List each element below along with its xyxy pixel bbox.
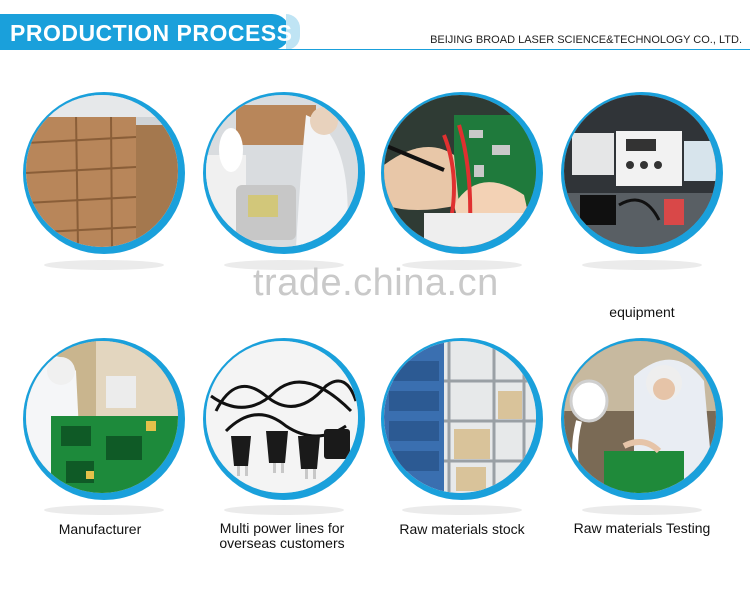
caption-power-cables: Multi power lines for overseas customers bbox=[219, 520, 345, 551]
photo-shadow bbox=[44, 260, 164, 270]
photo-shadow bbox=[582, 260, 702, 270]
company-name: BEIJING BROAD LASER SCIENCE&TECHNOLOGY C… bbox=[430, 34, 742, 46]
photo-shadow bbox=[224, 505, 344, 515]
caption-raw-materials-stock: Raw materials stock bbox=[399, 521, 525, 537]
photo-circuit-test bbox=[381, 92, 543, 254]
photo-factory-worker bbox=[23, 338, 185, 500]
photo-shadow bbox=[44, 505, 164, 515]
photo-test-equipment bbox=[561, 92, 723, 254]
photo-power-cables bbox=[203, 338, 365, 500]
photo-shadow bbox=[224, 260, 344, 270]
caption-manufacturer: Manufacturer bbox=[58, 521, 142, 537]
photo-lab-tester bbox=[561, 338, 723, 500]
header: PRODUCTION PROCESS BEIJING BROAD LASER S… bbox=[0, 0, 750, 52]
photo-shadow bbox=[582, 505, 702, 515]
photo-shadow bbox=[402, 260, 522, 270]
title-banner-tip bbox=[286, 14, 300, 50]
photo-warehouse-shelves bbox=[381, 338, 543, 500]
photo-shadow bbox=[402, 505, 522, 515]
photo-technician-device bbox=[203, 92, 365, 254]
caption-raw-materials-testing: Raw materials Testing bbox=[573, 520, 711, 536]
title-banner bbox=[0, 14, 290, 50]
photo-cardboard-boxes bbox=[23, 92, 185, 254]
header-divider bbox=[0, 49, 750, 50]
watermark: trade.china.cn bbox=[253, 262, 499, 304]
page-title: PRODUCTION PROCESS bbox=[10, 20, 293, 46]
caption-test-equipment: equipment bbox=[609, 304, 675, 320]
